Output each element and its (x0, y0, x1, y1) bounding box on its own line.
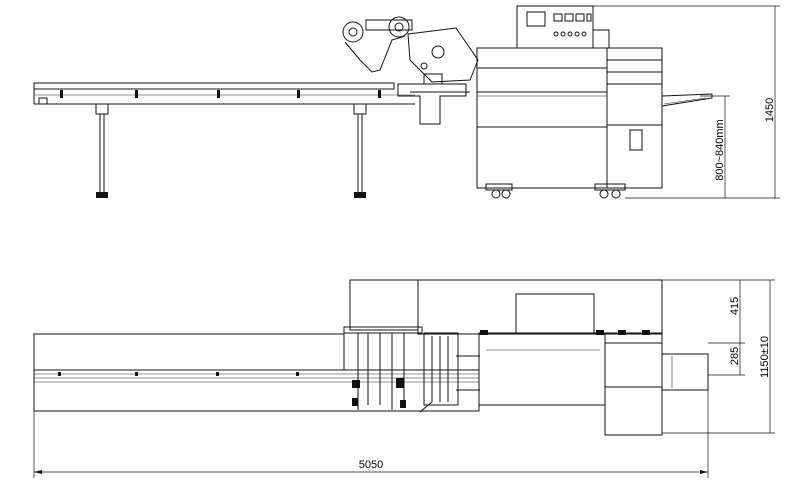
plan-dimensions (33, 279, 775, 478)
film-unit-plan (343, 279, 480, 413)
plan-lugs (58, 372, 299, 376)
side-elevation: 1450 800~840mm (33, 5, 780, 199)
main-body-side (476, 5, 713, 189)
infeed-conveyor-plan (33, 333, 480, 412)
working-height-label: 800~840mm (714, 119, 726, 180)
middle-section-label: 285 (729, 347, 741, 365)
conveyor-leg-right (353, 103, 367, 198)
overall-length-label: 5050 (359, 459, 383, 471)
top-section-label: 415 (729, 297, 741, 315)
main-body-plan (417, 279, 709, 436)
conveyor-lugs (60, 90, 381, 98)
infeed-conveyor-side (33, 82, 415, 198)
conveyor-leg-left (95, 103, 109, 198)
total-width-label: 1150±10 (759, 336, 771, 378)
height-total-label: 1450 (764, 98, 776, 122)
casters-side (485, 183, 626, 199)
film-roll-assembly (342, 16, 479, 125)
height-dimension (593, 5, 780, 199)
plan-view: 415 285 1150±10 5050 (33, 279, 775, 478)
